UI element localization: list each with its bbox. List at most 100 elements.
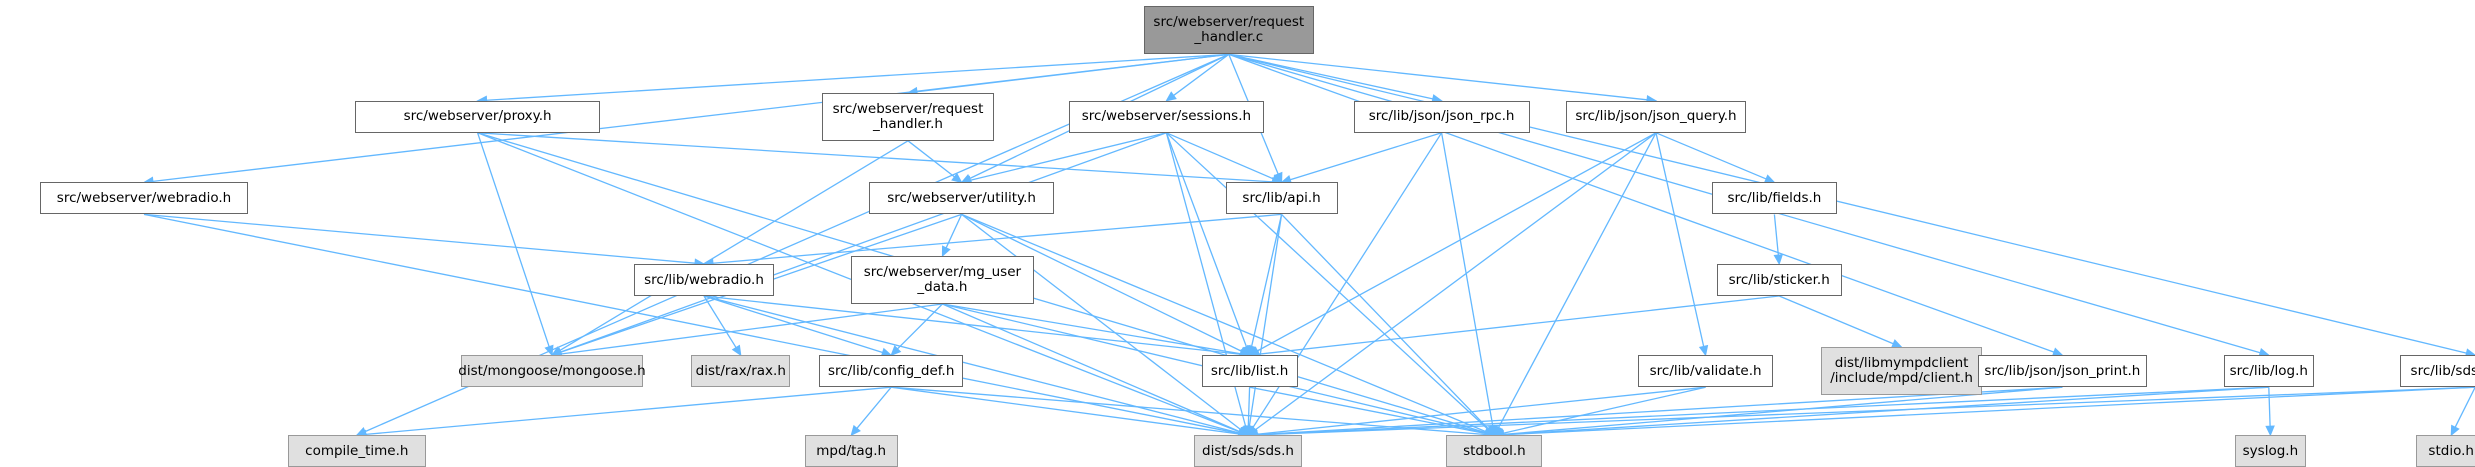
edge-log_h-to-stdbool_h <box>1503 386 2269 436</box>
node-api-h[interactable]: src/lib/api.h <box>1225 182 1338 215</box>
edge-sessions_h-to-mongoose_h <box>560 132 1167 353</box>
node-label: src/webserver/request <box>1153 14 1305 31</box>
edge-api_h-to-webradio_lib_h <box>712 213 1282 264</box>
node-label: _handler.h <box>873 115 943 132</box>
node-req-handler-h[interactable]: src/webserver/request_handler.h <box>822 92 994 141</box>
node-label: src/lib/sds_extras.h <box>2410 362 2475 379</box>
edge-sds_extras_h-to-stdio_h <box>2454 386 2475 428</box>
edge-req_handler_h-to-mongoose_h <box>559 140 909 352</box>
edge-sessions_h-to-utility_h <box>970 132 1167 181</box>
node-list-h[interactable]: src/lib/list.h <box>1201 355 1298 388</box>
edge-sds_extras_h-to-stdbool_h <box>1503 386 2475 436</box>
edge-fields_h-to-sticker_h <box>1773 214 1779 256</box>
node-label: syslog.h <box>2242 442 2299 459</box>
edge-log_h-to-syslog_h <box>2268 387 2271 427</box>
edge-arrowhead <box>941 245 951 258</box>
node-label: src/lib/config_def.h <box>827 362 955 379</box>
edge-proxy_h-to-mongoose_h <box>476 132 550 347</box>
edge-webradio_srv_h-to-sds_h <box>143 213 1240 435</box>
edge-config_def_h-to-mpd_tag_h <box>856 386 892 429</box>
edge-utility_h-to-sds_h <box>961 213 1242 431</box>
edge-utility_h-to-list_h <box>961 213 1242 352</box>
edge-api_h-to-sds_h <box>1248 214 1283 427</box>
edge-root-to-sds_extras_h <box>1228 53 2467 354</box>
edge-json_query_h-to-stdbool_h <box>1498 132 1657 428</box>
edge-utility_h-to-stdbool_h <box>961 213 1487 433</box>
node-label: compile_time.h <box>305 442 409 459</box>
edge-validate_h-to-stdbool_h <box>1503 386 1706 434</box>
node-proxy-h[interactable]: src/webserver/proxy.h <box>355 100 600 133</box>
node-label: stdbool.h <box>1463 442 1526 459</box>
node-label: mpd/tag.h <box>816 442 887 459</box>
node-webradio-srv-h[interactable]: src/webserver/webradio.h <box>40 182 248 215</box>
edge-arrowhead <box>1165 91 1177 102</box>
edge-mg_user_data_h-to-mongoose_h <box>560 303 943 355</box>
node-stdbool-h: stdbool.h <box>1446 435 1543 467</box>
node-label: _handler.c <box>1194 29 1264 46</box>
node-label: src/lib/api.h <box>1242 189 1321 206</box>
edge-config_def_h-to-sds_h <box>891 386 1240 435</box>
edge-list_h-to-sds_h <box>1247 387 1251 427</box>
node-mpdclient-h: dist/libmympdclient/include/mpd/client.h <box>1820 347 1983 396</box>
edge-webradio_lib_h-to-rax_h <box>703 295 737 348</box>
edge-arrowhead <box>951 172 963 184</box>
edge-json_query_h-to-validate_h <box>1655 132 1705 347</box>
node-sds-h: dist/sds/sds.h <box>1193 435 1303 467</box>
edge-arrowhead <box>1243 425 1254 437</box>
node-label: src/lib/sticker.h <box>1728 271 1830 288</box>
node-mongoose-h: dist/mongoose/mongoose.h <box>458 355 646 388</box>
edge-config_def_h-to-compile_time_h <box>365 386 892 436</box>
edge-root-to-proxy_h <box>486 53 1229 101</box>
edge-api_h-to-list_h <box>1250 214 1283 347</box>
node-webradio-lib-h[interactable]: src/lib/webradio.h <box>633 264 775 296</box>
edge-webradio_srv_h-to-webradio_lib_h <box>143 213 696 264</box>
edge-arrowhead <box>850 424 861 437</box>
edge-sessions_h-to-stdbool_h <box>1165 132 1489 430</box>
edge-webradio_lib_h-to-config_def_h <box>703 295 883 354</box>
edge-validate_h-to-sds_h <box>1256 386 1706 435</box>
node-json-rpc-h[interactable]: src/lib/json/json_rpc.h <box>1353 100 1530 133</box>
node-sticker-h[interactable]: src/lib/sticker.h <box>1716 264 1842 296</box>
node-sessions-h[interactable]: src/webserver/sessions.h <box>1068 100 1264 133</box>
node-label: src/webserver/mg_user <box>863 264 1022 280</box>
edge-json_rpc_h-to-api_h <box>1290 132 1442 181</box>
node-json-print-h[interactable]: src/lib/json/json_print.h <box>1977 355 2148 388</box>
edge-sessions_h-to-api_h <box>1166 132 1274 180</box>
edge-root-to-json_query_h <box>1228 53 1648 101</box>
node-label: src/webserver/sessions.h <box>1081 108 1252 125</box>
node-label: src/webserver/webradio.h <box>56 189 232 206</box>
node-config-def-h[interactable]: src/lib/config_def.h <box>819 355 964 388</box>
node-log-h[interactable]: src/lib/log.h <box>2224 355 2314 388</box>
edge-sds_extras_h-to-sds_h <box>1256 386 2475 436</box>
node-validate-h[interactable]: src/lib/validate.h <box>1638 355 1773 388</box>
node-label: src/webserver/utility.h <box>887 189 1036 206</box>
node-utility-h[interactable]: src/webserver/utility.h <box>868 182 1055 215</box>
node-sds-extras-h[interactable]: src/lib/sds_extras.h <box>2400 355 2475 388</box>
edge-utility_h-to-mg_user_data_h <box>945 214 963 249</box>
node-label: src/webserver/request <box>832 100 984 117</box>
edge-arrowhead <box>1698 344 1709 357</box>
edge-arrowhead <box>1247 344 1257 357</box>
node-fields-h[interactable]: src/lib/fields.h <box>1712 182 1837 215</box>
edge-json_query_h-to-sds_h <box>1254 132 1657 431</box>
node-label: dist/sds/sds.h <box>1202 442 1294 459</box>
edge-root-to-webradio_srv_h <box>152 53 1229 182</box>
node-syslog-h: syslog.h <box>2235 435 2306 467</box>
edge-webradio_lib_h-to-sds_h <box>703 295 1240 434</box>
node-root: src/webserver/request_handler.c <box>1144 6 1314 55</box>
edge-arrowhead <box>731 344 742 357</box>
node-label: /include/mpd/client.h <box>1830 370 1973 387</box>
edge-log_h-to-sds_h <box>1256 386 2269 436</box>
node-json-query-h[interactable]: src/lib/json/json_query.h <box>1566 100 1746 133</box>
edge-arrowhead <box>890 345 902 357</box>
node-label: src/lib/fields.h <box>1727 189 1822 206</box>
node-label: stdio.h <box>2428 442 2474 459</box>
edge-json_rpc_h-to-stdbool_h <box>1440 132 1494 427</box>
edge-mg_user_data_h-to-list_h <box>942 303 1241 355</box>
node-label: src/lib/log.h <box>2229 362 2308 379</box>
node-mg-user-data-h[interactable]: src/webserver/mg_user_data.h <box>851 256 1034 304</box>
edge-req_handler_h-to-utility_h <box>907 140 955 178</box>
node-label: src/lib/webradio.h <box>644 271 764 288</box>
